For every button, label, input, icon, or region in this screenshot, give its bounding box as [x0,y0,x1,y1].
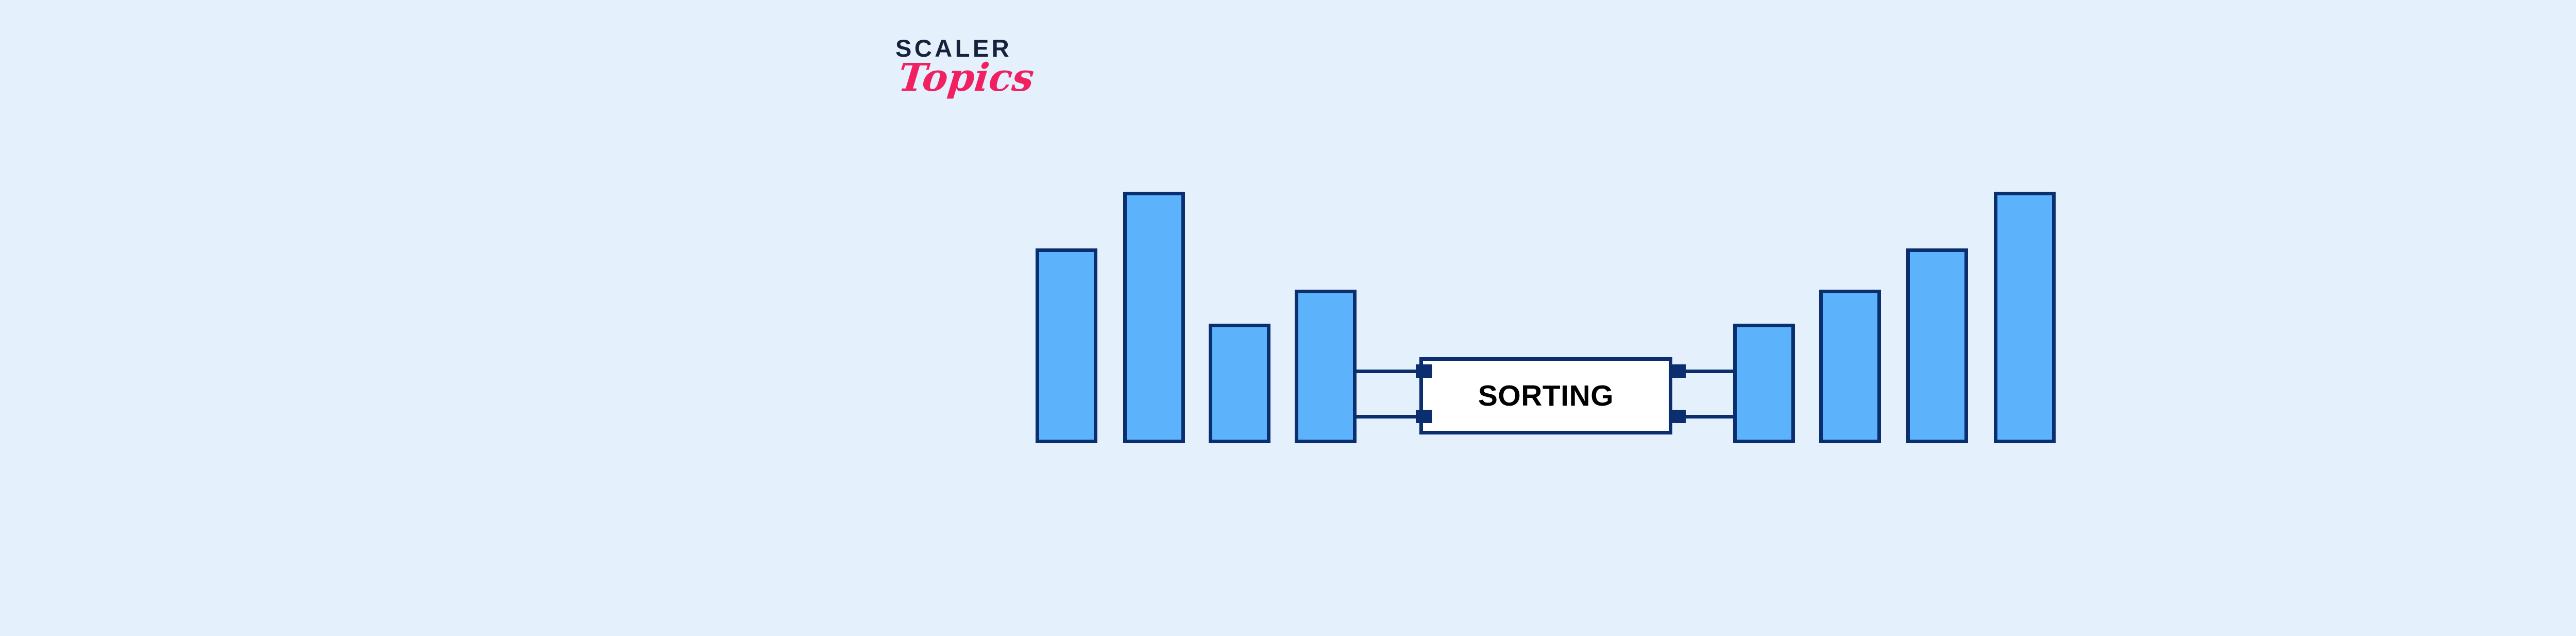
output-bar-4 [1994,192,2056,443]
output-bar-3 [1906,248,1968,443]
input-port-top [1416,364,1432,378]
logo-topics-wordmark: Topics [896,56,1037,100]
input-bar-2 [1123,192,1185,443]
output-port-bottom [1669,410,1686,423]
logo-scaler-wordmark: SCALER [895,35,1012,62]
scaler-topics-logo: SCALER Topics [895,36,1050,139]
input-port-bottom [1416,410,1432,423]
input-wire-bottom [1357,415,1423,419]
output-wire-top [1669,370,1736,373]
output-wire-bottom [1669,415,1736,419]
sorting-process-label: SORTING [1478,379,1614,412]
output-bar-1 [1733,324,1795,443]
output-bar-2 [1819,290,1881,443]
sorting-process-box[interactable]: SORTING [1419,357,1672,434]
input-bar-1 [1036,248,1097,443]
input-wire-top [1357,370,1423,373]
input-bar-3 [1209,324,1270,443]
input-bar-4 [1295,290,1357,443]
output-port-top [1669,364,1686,378]
